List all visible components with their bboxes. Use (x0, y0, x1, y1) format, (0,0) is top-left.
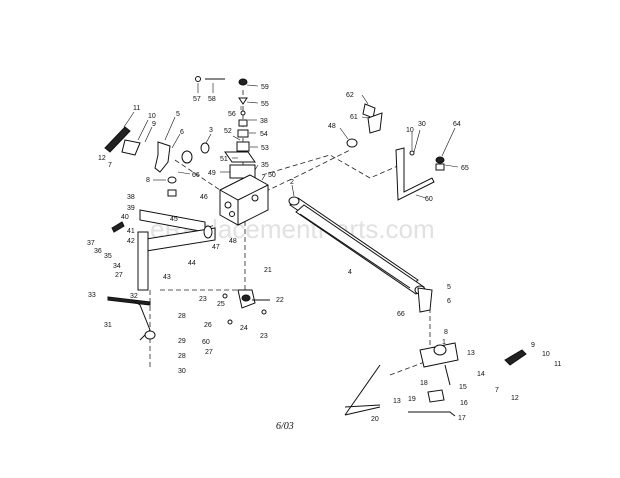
part-label: 9 (531, 342, 535, 349)
part-label: 10 (406, 127, 414, 134)
part-label: 64 (453, 121, 461, 128)
lower-right-assembly (344, 287, 527, 417)
part-label: 57 (193, 96, 201, 103)
part-label: 33 (88, 292, 96, 299)
part-label: 53 (261, 145, 269, 152)
part-label: 30 (418, 121, 426, 128)
part-label: 44 (188, 260, 196, 267)
part-label: 12 (511, 395, 519, 402)
upper-left-handle (104, 126, 210, 197)
part-label: 26 (204, 322, 212, 329)
part-label: 61 (350, 114, 358, 121)
part-label: 6 (180, 129, 184, 136)
part-label: 49 (208, 170, 216, 177)
part-label: 38 (127, 194, 135, 201)
part-label: 17 (458, 415, 466, 422)
part-label: 8 (146, 177, 150, 184)
part-label: 11 (133, 105, 140, 112)
part-label: 60 (202, 339, 210, 346)
part-label: 66 (397, 311, 405, 318)
part-label: 46 (200, 194, 208, 201)
part-labels: 57 58 59 55 56 38 54 53 52 51 49 35 50 6… (87, 84, 561, 423)
part-label: 42 (127, 238, 135, 245)
top-stack-parts (195, 76, 256, 179)
part-label: 50 (268, 172, 276, 179)
part-label: 23 (260, 333, 268, 340)
part-label: 41 (127, 228, 135, 235)
part-label: 60 (425, 196, 433, 203)
part-label: 48 (229, 238, 237, 245)
left-assembly (107, 209, 216, 341)
part-label: 21 (264, 267, 272, 274)
leader-lines (123, 83, 459, 199)
revision-date: 6/03 (276, 421, 294, 432)
part-label: 14 (477, 371, 485, 378)
part-label: 12 (98, 155, 106, 162)
part-label: 39 (127, 205, 135, 212)
part-label: 9 (152, 121, 156, 128)
part-label: 22 (276, 297, 284, 304)
part-label: 38 (260, 118, 268, 125)
part-label: 36 (94, 248, 102, 255)
part-label: 18 (420, 380, 428, 387)
part-label: 5 (176, 111, 180, 118)
part-label: 28 (178, 313, 186, 320)
part-label: 23 (199, 296, 207, 303)
part-label: 40 (121, 214, 129, 221)
part-label: 16 (460, 400, 468, 407)
part-label: 35 (104, 253, 112, 260)
lower-clamp (222, 289, 270, 325)
part-label: 11 (554, 361, 561, 368)
part-label: 48 (328, 123, 336, 130)
part-label: 43 (163, 274, 171, 281)
part-label: 6 (447, 298, 451, 305)
part-label: 35 (261, 162, 269, 169)
part-label: 15 (459, 384, 467, 391)
part-label: 20 (371, 416, 379, 423)
part-label: 56 (228, 111, 236, 118)
part-label: 62 (346, 92, 354, 99)
part-label: 47 (212, 244, 220, 251)
upper-right-parts (346, 103, 445, 201)
part-label: 27 (115, 272, 123, 279)
part-label: 32 (130, 293, 138, 300)
part-label: 1 (442, 339, 446, 346)
part-label: 31 (104, 322, 112, 329)
part-label: 13 (393, 398, 401, 405)
part-label: 28 (178, 353, 186, 360)
part-label: 34 (113, 263, 121, 270)
part-label: 45 (170, 216, 178, 223)
rail-bar (288, 196, 426, 295)
part-label: 5 (447, 284, 451, 291)
part-label: 25 (217, 301, 225, 308)
part-label: 10 (542, 351, 550, 358)
part-label: 52 (224, 128, 232, 135)
main-block (219, 174, 269, 226)
part-label: 29 (178, 338, 186, 345)
part-label: 51 (220, 156, 228, 163)
part-label: 3 (209, 127, 213, 134)
part-label: 13 (467, 350, 475, 357)
part-label: 10 (148, 113, 156, 120)
part-label: 55 (261, 101, 269, 108)
part-label: 7 (495, 387, 499, 394)
part-label: 24 (240, 325, 248, 332)
part-label: 19 (408, 396, 416, 403)
part-label: 58 (208, 96, 216, 103)
part-label: 54 (260, 131, 268, 138)
part-label: 66 (192, 172, 200, 179)
part-label: 27 (205, 349, 213, 356)
part-label: 30 (178, 368, 186, 375)
part-label: 7 (108, 162, 112, 169)
part-label: 2 (290, 179, 294, 186)
part-label: 4 (348, 269, 352, 276)
part-label: 65 (461, 165, 469, 172)
part-label: 8 (444, 329, 448, 336)
part-label: 37 (87, 240, 95, 247)
part-label: 59 (261, 84, 269, 91)
